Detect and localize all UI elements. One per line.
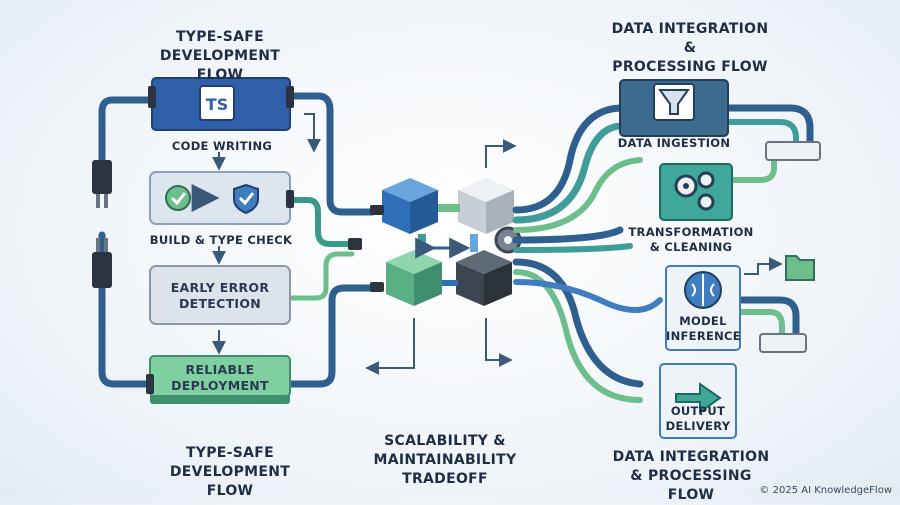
plug-icon xyxy=(370,282,384,292)
step-build-box xyxy=(149,171,294,225)
right-cables xyxy=(512,104,814,403)
copyright-text: © 2025 AI KnowledgeFlow xyxy=(759,485,892,496)
funnel-icon xyxy=(658,89,690,115)
typescript-icon: TS xyxy=(206,95,228,114)
plug-icon xyxy=(92,160,112,208)
plug-icon xyxy=(92,238,112,288)
check-shield-icon xyxy=(165,183,259,215)
step-early-error-box xyxy=(149,265,291,325)
cube-gray xyxy=(458,178,514,234)
center-title: Scalability &MaintainabilityTradeoff xyxy=(373,433,517,487)
step-output-delivery-label: OutputDelivery xyxy=(665,404,731,433)
cube-dark xyxy=(456,250,512,306)
step-reliable-deployment-label: ReliableDeployment xyxy=(171,362,269,393)
plug-icon xyxy=(370,205,384,215)
left-title-top: Type-SafeDevelopment Flow xyxy=(159,29,281,83)
step-build-label: Build & Type Check xyxy=(149,233,293,247)
step-reliable-deployment-box xyxy=(146,355,291,404)
cube-green xyxy=(386,250,442,306)
plug-icon xyxy=(348,238,362,250)
step-data-ingestion-label: Data Ingestion xyxy=(617,136,731,150)
right-flow-arrows xyxy=(744,257,783,275)
step-model-inference-label: ModelInference xyxy=(666,314,741,343)
step-code-writing-label: Code Writing xyxy=(171,139,273,153)
cube-blue xyxy=(382,178,438,234)
brain-icon xyxy=(684,271,722,309)
right-title-top: Data Integration &Processing Flow xyxy=(611,21,769,75)
folder-icon xyxy=(785,255,815,281)
cube-connectors xyxy=(415,204,478,286)
center-arrows xyxy=(365,139,517,375)
arrow-icon xyxy=(675,382,722,414)
step-code-writing-box xyxy=(148,77,294,131)
right-title-bottom: Data Integration& Processing Flow xyxy=(612,449,770,503)
step-early-error-label: Early ErrorDetection xyxy=(170,280,270,311)
step-transformation-label: Transformation& Cleaning xyxy=(628,225,754,254)
left-flow-arrows xyxy=(212,113,321,355)
step-transformation-box xyxy=(659,163,733,221)
left-title-bottom: Type-SafeDevelopment Flow xyxy=(169,445,291,499)
plug-icon xyxy=(759,333,807,353)
left-cables xyxy=(98,92,376,388)
plug-icon xyxy=(765,141,821,161)
gears-icon xyxy=(674,171,715,211)
